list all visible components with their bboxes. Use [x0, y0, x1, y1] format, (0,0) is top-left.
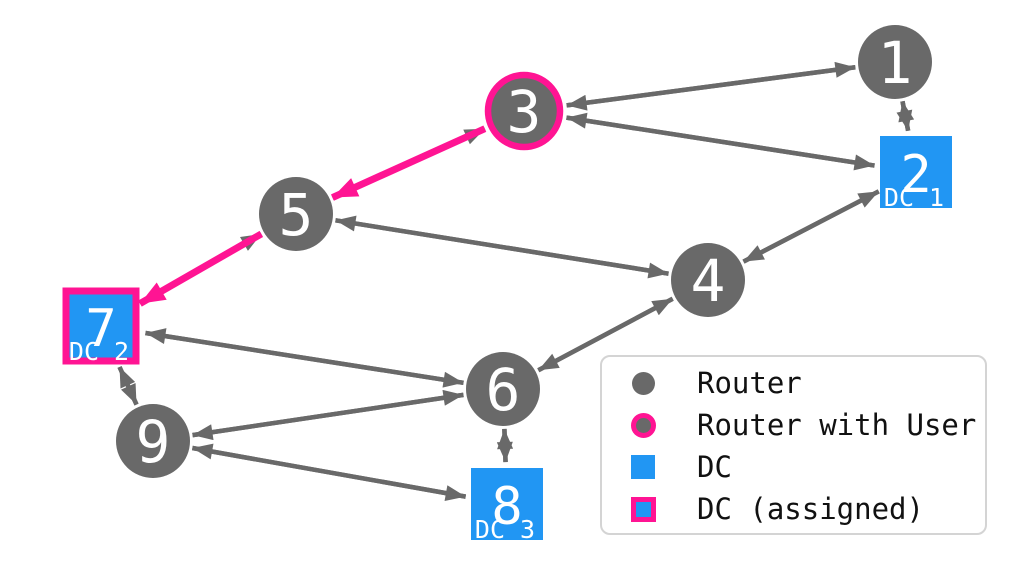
edge-5-4	[335, 215, 669, 279]
edge-3-5	[331, 125, 487, 201]
node-label: 2	[900, 145, 931, 205]
node-6-router: 6	[466, 352, 540, 426]
node-label: 1	[878, 29, 913, 97]
node-label: 9	[136, 408, 171, 476]
node-label: 7	[85, 299, 116, 359]
legend-item-label: Router	[697, 366, 802, 400]
router-with-user-legend-marker-icon	[630, 412, 656, 438]
node-sublabel: DC 1	[884, 183, 944, 212]
legend-item-router-with-user: Router with User	[602, 404, 985, 446]
node-5-router: 5	[259, 177, 333, 251]
edge-9-8	[191, 443, 467, 502]
node-label: 4	[691, 247, 726, 315]
legend-item-router: Router	[602, 362, 985, 404]
edge-5-7	[138, 230, 264, 307]
edge-4-6	[537, 296, 674, 373]
edge-1-2	[896, 100, 915, 132]
node-8-dc: 8DC 3	[471, 468, 543, 544]
edge-6-7	[145, 328, 464, 388]
node-label: 5	[279, 181, 314, 249]
edge-3-1	[566, 61, 856, 111]
node-7-dc-assigned: 7DC 2	[62, 287, 140, 366]
node-3-router-user: 3	[484, 71, 564, 151]
node-2-dc: 2DC 1	[880, 136, 952, 212]
dc-assigned-legend-marker-icon	[630, 496, 656, 522]
legend-item-label: DC (assigned)	[697, 492, 924, 526]
legend: Router Router with User DC DC (assigned)	[600, 355, 987, 535]
node-label: 8	[491, 477, 522, 537]
node-1-router: 1	[858, 25, 932, 99]
legend-item-label: DC	[697, 450, 732, 484]
node-sublabel: DC 3	[475, 515, 535, 544]
router-legend-marker-icon	[631, 371, 655, 395]
edge-3-2	[566, 112, 875, 171]
node-label: 3	[507, 78, 542, 146]
edge-6-9	[192, 389, 464, 441]
node-9-router: 9	[116, 404, 190, 478]
legend-item-dc-assigned: DC (assigned)	[602, 488, 985, 530]
node-4-router: 4	[671, 243, 745, 317]
dc-legend-marker-icon	[631, 455, 655, 479]
legend-item-label: Router with User	[697, 408, 977, 442]
node-sublabel: DC 2	[69, 337, 129, 366]
edge-4-2	[742, 189, 880, 264]
node-label: 6	[486, 356, 521, 424]
legend-item-dc: DC	[602, 446, 985, 488]
edge-6-8	[496, 428, 514, 463]
edge-7-9	[117, 366, 139, 406]
